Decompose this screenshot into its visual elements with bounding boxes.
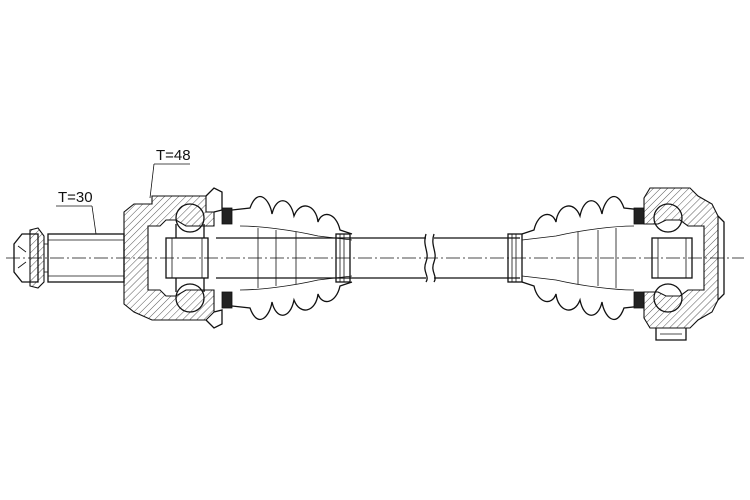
center-shaft [216,233,523,283]
right-joint-housing [633,187,725,341]
left-spline-stub [13,227,125,289]
left-joint-housing [123,187,233,329]
annotation-leaders [56,163,190,235]
right-boot [521,195,643,321]
joint-torque-label: T=48 [156,147,191,164]
spline-torque-label: T=30 [58,189,93,206]
